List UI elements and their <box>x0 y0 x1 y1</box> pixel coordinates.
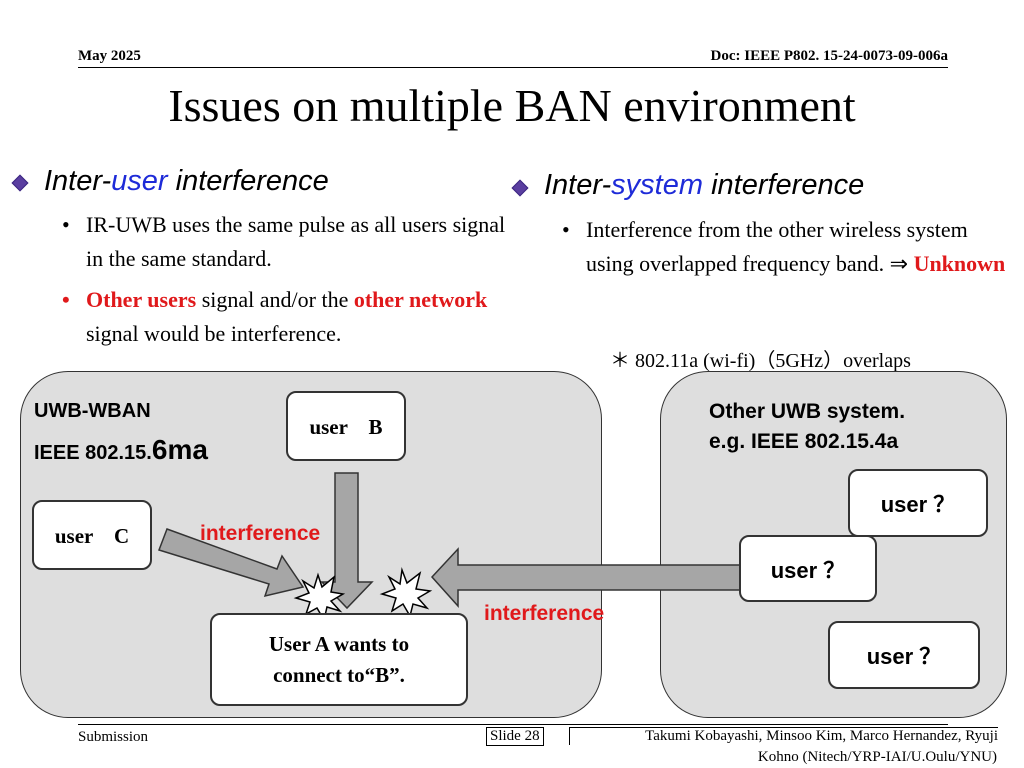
footer-authors-2: Kohno (Nitech/YRP-IAI/U.Oulu/YNU) <box>757 749 997 765</box>
right-heading: Inter-system interference <box>544 168 864 202</box>
left-heading-post: interference <box>167 165 329 197</box>
right-sub-bullet-dot: • <box>562 217 570 242</box>
left-arrow <box>430 547 741 608</box>
footer-submission: Submission <box>78 729 149 745</box>
other-system-standard: e.g. IEEE 802.15.4a <box>709 430 899 453</box>
wban-standard-prefix: IEEE 802.15. <box>34 442 152 464</box>
slide-number: Slide 28 <box>486 727 544 746</box>
other-network-text: other network <box>353 287 488 312</box>
interference-label-2: interference <box>484 602 605 625</box>
right-sub-bullet-1: Interference from the other wireless sys… <box>586 213 1006 281</box>
wban-label: UWB-WBAN <box>34 400 151 422</box>
unknown-text: Unknown <box>913 251 1006 276</box>
user-c-box: user C <box>32 500 152 570</box>
header-doc-id: Doc: IEEE P802. 15-24-0073-09-006a <box>710 48 948 64</box>
diagonal-arrow <box>158 528 305 598</box>
left-b2-post: signal would be interference. <box>86 321 342 346</box>
header-rule <box>78 67 948 68</box>
left-heading-highlight: user <box>111 165 168 197</box>
footer-rule <box>78 724 948 725</box>
right-heading-post: interference <box>703 169 865 201</box>
left-sub-bullet-dot-1: • <box>62 212 70 237</box>
wban-standard-label: IEEE 802.15.6ma <box>34 434 208 466</box>
left-sub-bullet-dot-2: • <box>62 287 70 312</box>
left-sub-bullet-1: IR-UWB uses the same pulse as all users … <box>86 212 506 271</box>
user-unknown-box-1: user ？ <box>848 469 988 537</box>
left-b2-mid: signal and/or the <box>196 287 354 312</box>
burst-icon-2 <box>379 567 433 618</box>
other-system-label: Other UWB system. <box>709 400 906 423</box>
footer-authors-1: Takumi Kobayashi, Minsoo Kim, Marco Hern… <box>569 727 998 745</box>
user-unknown-box-3: user ？ <box>828 621 980 689</box>
right-heading-highlight: system <box>611 169 704 201</box>
other-users-text: Other users <box>86 287 197 312</box>
left-heading: Inter-user interference <box>44 164 329 198</box>
wban-standard-suffix: 6ma <box>151 434 208 465</box>
slide-title: Issues on multiple BAN environment <box>168 80 856 131</box>
user-b-box: user B <box>286 391 406 461</box>
user-unknown-box-2: user ？ <box>739 535 877 602</box>
user-a-box: User A wants to connect to“B”. <box>210 613 468 706</box>
left-sub-bullet-2: Other users signal and/or the other netw… <box>86 283 536 351</box>
wifi-overlap-note: ＊ 802.11a (wi-fi)（5GHz）overlaps <box>610 350 911 372</box>
interference-label-1: interference <box>200 522 321 545</box>
right-b1-text: Interference from the other wireless sys… <box>586 217 968 276</box>
header-date: May 2025 <box>78 48 141 64</box>
left-heading-pre: Inter- <box>44 165 112 197</box>
right-heading-pre: Inter- <box>544 169 612 201</box>
